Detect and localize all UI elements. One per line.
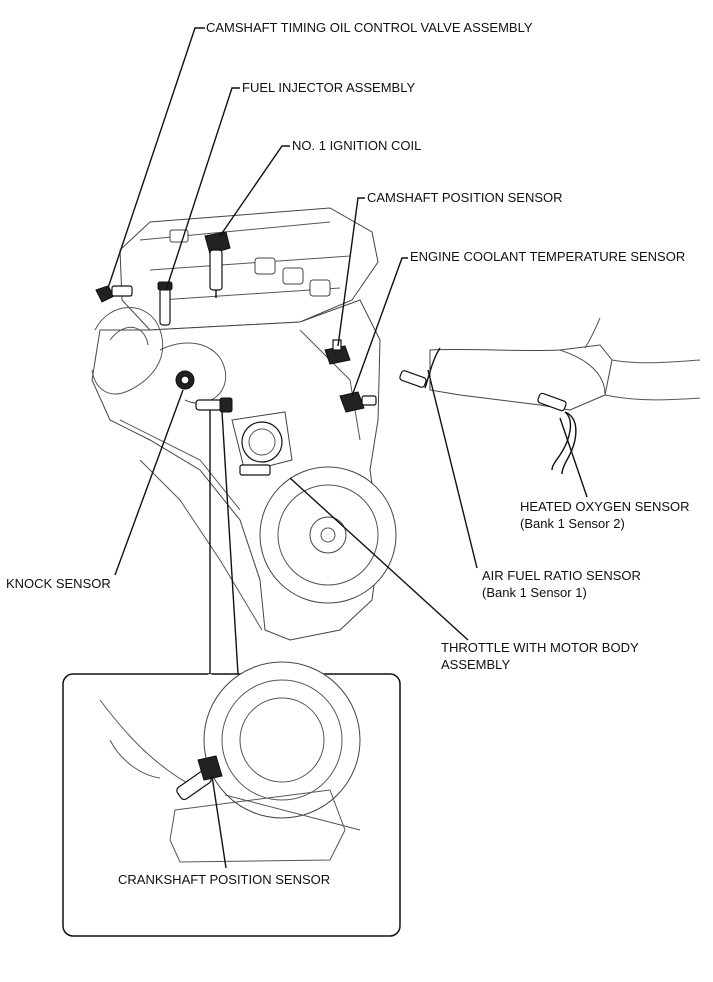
heated-oxygen-sensor-part <box>537 392 577 475</box>
coolant-temp-sensor-part <box>339 391 377 413</box>
label-crankshaft-position-sensor: CRANKSHAFT POSITION SENSOR <box>118 872 331 887</box>
label-knock-sensor: KNOCK SENSOR <box>6 576 111 591</box>
label-camshaft-position-sensor: CAMSHAFT POSITION SENSOR <box>367 190 563 205</box>
label-throttle-body-line2: ASSEMBLY <box>441 657 511 672</box>
throttle-body-part <box>231 411 293 476</box>
leader-lines <box>107 27 588 675</box>
inset-detail <box>62 661 401 937</box>
crank-sensor-main-part <box>195 397 233 413</box>
label-throttle-body-line1: THROTTLE WITH MOTOR BODY <box>441 640 639 655</box>
label-air-fuel-ratio-sensor: AIR FUEL RATIO SENSOR <box>482 568 641 583</box>
label-engine-coolant-temp-sensor: ENGINE COOLANT TEMPERATURE SENSOR <box>410 249 686 264</box>
label-ignition-coil: NO. 1 IGNITION COIL <box>292 138 422 153</box>
ignition-coil-part <box>204 231 231 298</box>
camshaft-timing-valve-part <box>95 285 133 303</box>
label-fuel-injector: FUEL INJECTOR ASSEMBLY <box>242 80 416 95</box>
label-heated-oxygen-sensor-sub: (Bank 1 Sensor 2) <box>520 516 625 531</box>
label-camshaft-timing-valve: CAMSHAFT TIMING OIL CONTROL VALVE ASSEMB… <box>206 20 533 35</box>
label-air-fuel-ratio-sensor-sub: (Bank 1 Sensor 1) <box>482 585 587 600</box>
air-fuel-ratio-sensor-part <box>399 347 441 389</box>
knock-sensor-part <box>175 370 195 390</box>
label-heated-oxygen-sensor: HEATED OXYGEN SENSOR <box>520 499 690 514</box>
camshaft-position-sensor-part <box>324 339 351 365</box>
fuel-injector-part <box>157 281 173 326</box>
